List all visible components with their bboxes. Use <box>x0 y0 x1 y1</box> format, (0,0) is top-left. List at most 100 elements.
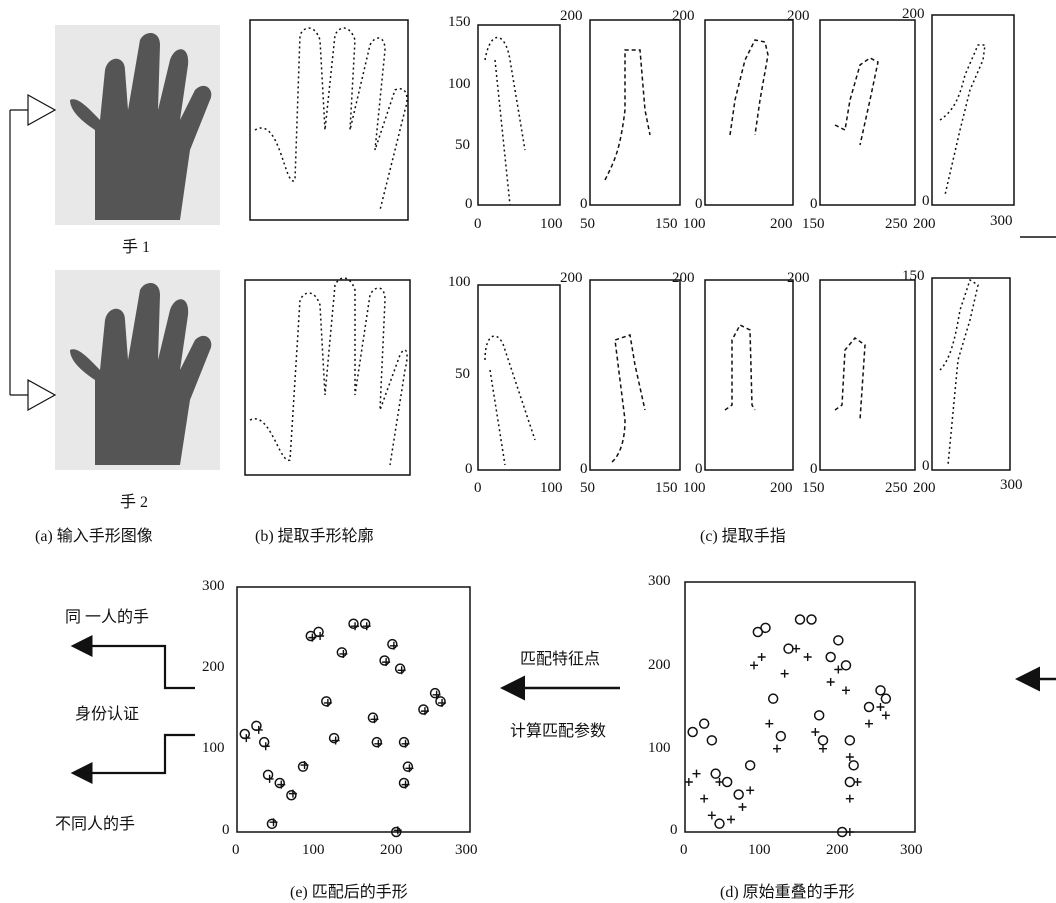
point-circle <box>819 736 828 745</box>
e-y-0: 0 <box>222 822 230 839</box>
hand-image-2 <box>55 270 220 470</box>
f2-y-200: 200 <box>560 8 583 25</box>
point-circle <box>723 778 732 787</box>
caption-b: (b) 提取手形轮廓 <box>255 522 374 546</box>
point-plus <box>255 726 263 734</box>
e-y-200: 200 <box>202 659 225 676</box>
e-y-100: 100 <box>202 740 225 757</box>
point-circle <box>700 719 709 728</box>
f5-y-0: 0 <box>922 193 930 210</box>
f8-x-100: 100 <box>683 480 706 497</box>
point-circle <box>337 648 346 657</box>
point-plus <box>773 745 781 753</box>
point-circle <box>264 770 273 779</box>
point-plus <box>781 670 789 678</box>
auth-label: 身份认证 <box>75 700 139 724</box>
point-circle <box>240 730 249 739</box>
point-circle <box>314 627 323 636</box>
f2-x-50: 50 <box>580 216 595 233</box>
point-circle <box>807 615 816 624</box>
point-plus <box>827 678 835 686</box>
f10-x-300: 300 <box>1000 477 1023 494</box>
f4-x-250: 250 <box>885 216 908 233</box>
point-circle <box>842 661 851 670</box>
point-plus <box>765 720 773 728</box>
point-circle <box>380 656 389 665</box>
point-plus <box>882 711 890 719</box>
f1-y-50: 50 <box>455 137 470 154</box>
point-circle <box>826 653 835 662</box>
same-person-label: 同 一人的手 <box>65 603 149 627</box>
point-plus <box>746 786 754 794</box>
f8-x-200: 200 <box>770 480 793 497</box>
f2-y-0: 0 <box>580 196 588 213</box>
point-plus <box>685 778 693 786</box>
point-plus <box>811 728 819 736</box>
f1-y-100: 100 <box>448 76 471 93</box>
point-plus <box>750 661 758 669</box>
point-plus <box>693 770 701 778</box>
point-circle <box>260 738 269 747</box>
flow-arrows <box>75 237 1056 773</box>
point-circle <box>287 791 296 800</box>
point-plus <box>846 795 854 803</box>
d-y-200: 200 <box>648 657 671 674</box>
caption-c-fingers: (c) 提取手指 <box>700 522 786 546</box>
f3-y-200: 200 <box>672 8 695 25</box>
point-circle <box>876 686 885 695</box>
point-circle <box>299 762 308 771</box>
f8-y-0: 0 <box>695 461 703 478</box>
caption-a: (a) 输入手形图像 <box>35 522 153 546</box>
point-circle <box>372 738 381 747</box>
point-plus <box>819 745 827 753</box>
f9-x-150: 150 <box>802 480 825 497</box>
f6-y-100: 100 <box>448 274 471 291</box>
caption-e-matched: (e) 匹配后的手形 <box>290 878 408 902</box>
point-plus <box>846 828 854 836</box>
d-x-300: 300 <box>900 842 923 859</box>
point-circle <box>396 664 405 673</box>
e-x-100: 100 <box>302 842 325 859</box>
f4-y-200: 200 <box>787 8 810 25</box>
match-points-label: 匹配特征点 <box>520 645 600 669</box>
f9-y-0: 0 <box>810 461 818 478</box>
point-circle <box>399 738 408 747</box>
e-x-300: 300 <box>455 842 478 859</box>
f4-y-0: 0 <box>810 196 818 213</box>
f5-y-200: 200 <box>902 6 925 23</box>
point-circle <box>688 728 697 737</box>
diff-person-label: 不同人的手 <box>55 810 135 834</box>
point-circle <box>849 761 858 770</box>
contour-box-2 <box>245 278 410 475</box>
chart-e-matched <box>237 587 470 837</box>
f6-x-100: 100 <box>540 480 563 497</box>
f1-y-0: 0 <box>465 196 473 213</box>
point-circle <box>776 732 785 741</box>
point-circle <box>275 779 284 788</box>
point-plus <box>700 795 708 803</box>
point-plus <box>865 720 873 728</box>
point-plus <box>842 686 850 694</box>
finger-plots-row-2 <box>478 278 1010 470</box>
point-plus <box>739 803 747 811</box>
point-plus <box>854 778 862 786</box>
point-plus <box>716 778 724 786</box>
point-circle <box>388 640 397 649</box>
hand-image-1 <box>55 25 220 225</box>
f5-x-200: 200 <box>913 216 936 233</box>
point-circle <box>761 623 770 632</box>
caption-d-overlap: (d) 原始重叠的手形 <box>720 878 855 902</box>
point-circle <box>796 615 805 624</box>
hand-1-label: 手 1 <box>122 233 150 257</box>
point-circle <box>399 779 408 788</box>
point-plus <box>792 645 800 653</box>
point-circle <box>845 778 854 787</box>
point-circle <box>419 705 428 714</box>
point-plus <box>758 653 766 661</box>
chart-d-overlap <box>685 582 915 837</box>
f6-y-0: 0 <box>465 461 473 478</box>
point-circle <box>865 703 874 712</box>
point-plus <box>877 703 885 711</box>
f7-x-50: 50 <box>580 480 595 497</box>
